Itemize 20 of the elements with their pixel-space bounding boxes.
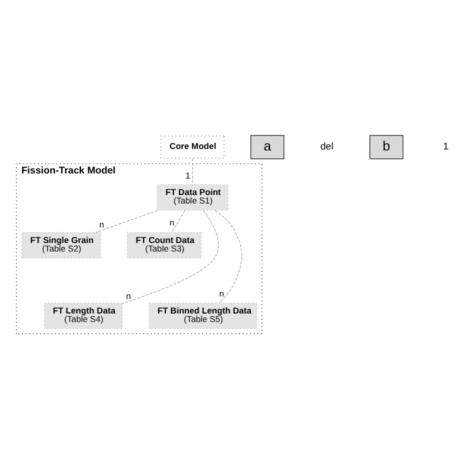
connector (214, 210, 242, 304)
edge-label: 1 (186, 170, 190, 181)
connector (122, 210, 219, 304)
connector (96, 210, 158, 233)
edge-label: n (99, 220, 104, 230)
node-box: FT Single Grain (Table S2) (21, 232, 102, 258)
node-box: FT Count Data (Table S3) (126, 232, 202, 258)
edge-label: n (219, 288, 224, 298)
label: del (320, 141, 334, 152)
connector (192, 158, 193, 185)
edge-label: n (126, 290, 131, 301)
edge-label: n (170, 217, 174, 228)
node-box: FT Data Point (Table S1) (156, 184, 228, 211)
label: 1 (443, 141, 449, 152)
node-box: FT Length Data (Table S4) (44, 302, 123, 330)
connector (171, 210, 186, 233)
label: b (382, 138, 390, 154)
label: a (264, 138, 272, 154)
node-box: Core Model (160, 136, 225, 159)
node-box: FT Binned Length Data (Table S5) (148, 302, 258, 330)
